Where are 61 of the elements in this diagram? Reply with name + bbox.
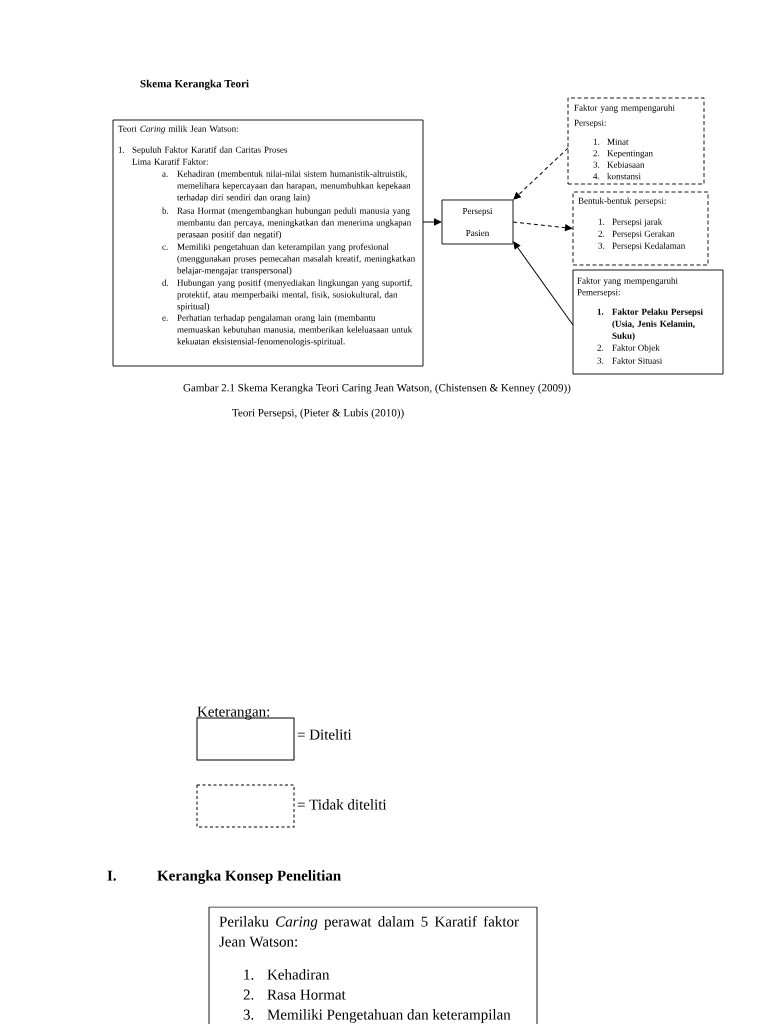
list-item: Kebiasaan	[607, 161, 645, 168]
list-marker: 1.	[118, 146, 125, 153]
list-item: Memiliki Pengetahuan dan keterampilan	[267, 1009, 511, 1023]
box-heading: Perilaku Caring perawat dalam 5 Karatif faktor Jean Watson:	[219, 915, 519, 947]
list-item: Faktor Objek	[612, 344, 660, 353]
list-marker: 1.	[597, 308, 604, 315]
list-item: Perhatian terhadap pengalaman orang lain (membantu memuaskan kebutuhan manusia, memberikan keleluasaan untuk kekuatan eksistensial-fenomenologis-spiritual.	[177, 314, 413, 347]
list-item: Rasa Hormat (mengembangkan hubungan peduli manusia yang membantu dan percaya, meningkatkan dan menerima ungkapan perasaan positif dan negatif)	[177, 207, 412, 240]
forms-box	[572, 191, 709, 266]
list-item: Persepsi Gerakan	[612, 230, 675, 239]
list-item: Hubungan yang positif (menyediakan lingkungan yang suportif, protektif, atau memperbaiki mental, fisik, sosiokultural, dan spiritual)	[177, 279, 412, 312]
list-item: Persepsi jarak	[612, 218, 663, 227]
list-item: Kepentingan	[607, 150, 653, 159]
arrow	[422, 218, 442, 226]
caption-text: Teori Persepsi, (Pieter & Lubis (2010))	[232, 408, 404, 419]
list-marker: 1.	[244, 969, 254, 980]
list-item: Memiliki pengetahuan dan keterampilan yang profesional (menggunakan proses pemecahan masalah kreatif, meningkatkan belajar-mengajar transpersonal)	[177, 243, 416, 276]
list-item: Faktor Situasi	[612, 357, 663, 364]
list-marker: 3.	[593, 161, 600, 168]
list-item: Rasa Hormat	[267, 989, 346, 1000]
section-heading: Kerangka Konsep Penelitian	[157, 870, 341, 884]
caption: Gambar 2.1 Skema Kerangka Teori Caring Jean Watson, (Chistensen & Kenney (2009))	[183, 383, 571, 394]
list-item: konstansi	[607, 172, 641, 180]
factors-box	[567, 97, 705, 185]
list-marker: 4.	[593, 173, 600, 180]
list-item: Faktor Pelaku Persepsi (Usia, Jenis Kelamin, Suku)	[612, 308, 703, 341]
legend-entry: = Tidak diteliti	[196, 784, 387, 828]
list-marker: 3.	[598, 242, 605, 249]
list-item: Kehadiran (membentuk nilai-nilai sistem humanistik-altruistik, memelihara kepercayaan dan harapan, menumbuhkan kepekaan terhadap diri sendiri dan orang lain)	[177, 170, 411, 203]
list-intro: Lima Karatif Faktor:	[132, 158, 208, 165]
list-marker: 2.	[597, 344, 604, 351]
list-marker: 1.	[598, 218, 605, 225]
list-marker: 1.	[593, 138, 600, 145]
list-marker: a.	[162, 172, 168, 177]
list-item: Persepsi Kedalaman	[612, 242, 686, 251]
perception-box: Persepsi Pasien	[441, 199, 514, 245]
list-marker: d.	[162, 279, 169, 286]
arrow	[513, 241, 574, 326]
list-marker: 2.	[598, 230, 605, 237]
section-number: I.	[107, 870, 116, 881]
box-heading: Bentuk-bentuk persepsi:	[578, 197, 666, 206]
box-heading: Faktor yang mempengaruhi Pemersepsi:	[577, 277, 678, 298]
list-marker: b.	[162, 207, 169, 214]
legend-heading: Keterangan:	[197, 706, 270, 720]
box-heading: Faktor yang mempengaruhi Persepsi:	[574, 104, 675, 128]
box-heading: Teori Caring milik Jean Watson:	[118, 125, 238, 134]
list-marker: c.	[162, 245, 168, 250]
list-item: Sepuluh Faktor Karatif dan Caritas Proses	[132, 146, 288, 155]
list-item: Minat	[607, 138, 629, 145]
list-marker: 2.	[243, 989, 254, 1000]
concept-box	[208, 906, 538, 1024]
dashed-arrow	[513, 147, 569, 200]
list-marker: 2.	[593, 150, 600, 157]
theory-box	[112, 119, 424, 367]
dashed-arrow	[512, 221, 573, 232]
perceiver-factors-box	[572, 269, 724, 375]
list-item: Kehadiran	[267, 969, 330, 980]
title: Skema Kerangka Teori	[140, 79, 249, 90]
list-marker: 3.	[597, 357, 604, 364]
list-marker: e.	[162, 316, 168, 321]
list-marker: 3.	[243, 1009, 254, 1020]
